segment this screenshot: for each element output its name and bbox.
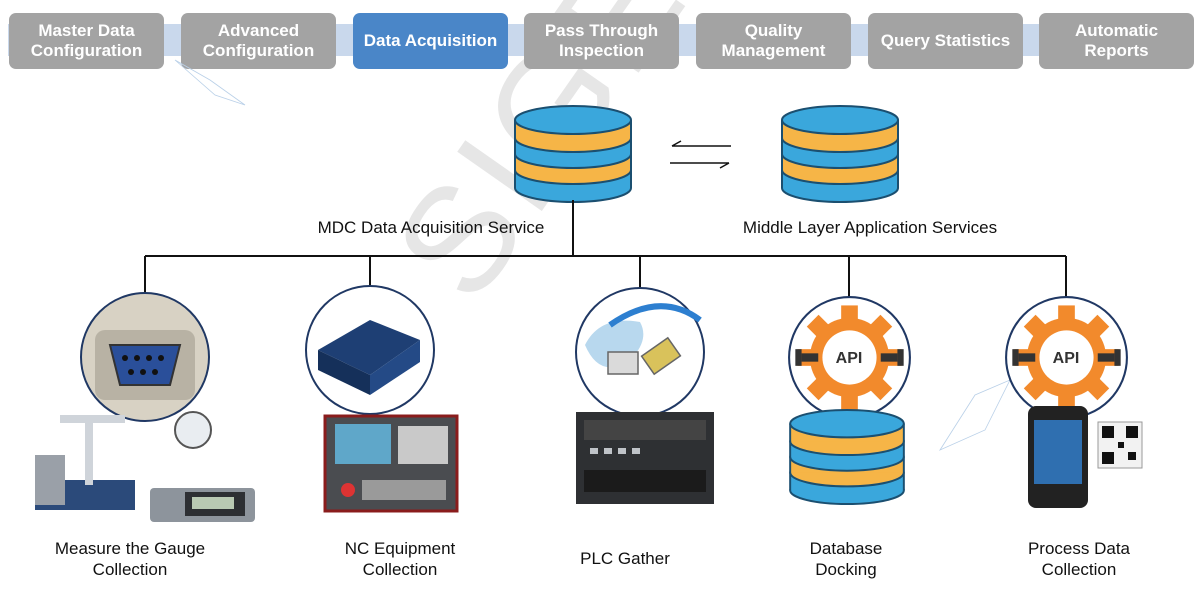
bidirectional-arrow-icon — [670, 140, 731, 169]
measuring-equipment-icon — [35, 411, 255, 522]
plc-module-icon — [576, 412, 714, 504]
tab-master-data-configuration[interactable]: Master Data Configuration — [9, 13, 164, 69]
tab-pass-through-inspection[interactable]: Pass Through Inspection — [524, 13, 679, 69]
handheld-scanner-icon — [1028, 406, 1143, 508]
network-cable-icon — [575, 287, 705, 417]
serial-server-icon — [305, 285, 435, 415]
mdc-service-label: MDC Data Acquisition Service — [317, 218, 545, 237]
middle-layer-label: Middle Layer Application Services — [742, 218, 998, 237]
gauge-connector-icon — [80, 292, 210, 422]
plc-gather-label: PLC Gather — [580, 549, 670, 568]
tab-quality-management[interactable]: Quality Management — [696, 13, 851, 69]
tab-data-acquisition[interactable]: Data Acquisition — [353, 13, 508, 69]
gauge-collection-label: Measure the Gauge Collection — [54, 539, 206, 579]
tab-automatic-reports[interactable]: Automatic Reports — [1039, 13, 1194, 69]
database-icon — [789, 408, 905, 506]
database-docking-label: Database Docking — [809, 539, 883, 579]
process-data-label: Process Data Collection — [1027, 539, 1131, 579]
tab-query-statistics[interactable]: Query Statistics — [868, 13, 1023, 69]
mdc-server-icon — [514, 105, 632, 203]
connector-tree — [144, 200, 1067, 312]
middle-layer-server-icon — [781, 105, 899, 203]
api-text: API — [836, 350, 863, 367]
nc-equipment-label: NC Equipment Collection — [344, 539, 456, 579]
tab-advanced-configuration[interactable]: Advanced Configuration — [181, 13, 336, 69]
nc-controller-icon — [323, 414, 459, 513]
api-text: API — [1053, 350, 1080, 367]
